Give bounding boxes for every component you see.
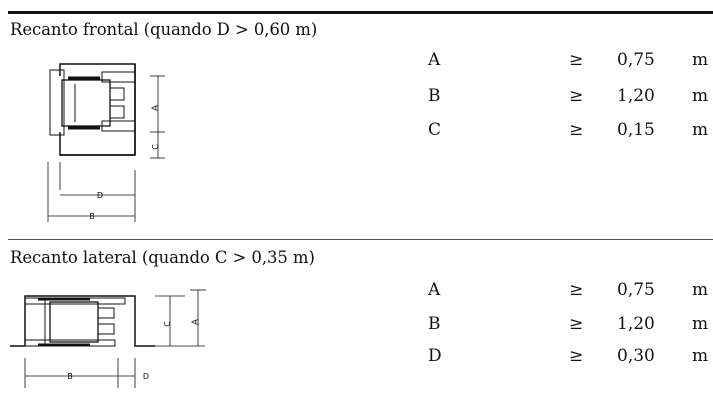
row-variable: B xyxy=(428,86,441,106)
row-unit: m xyxy=(692,86,709,106)
row-unit: m xyxy=(692,50,709,70)
row-unit: m xyxy=(692,314,709,334)
lateral-recess-diagram: C A B D xyxy=(10,289,206,388)
row-variable: A xyxy=(428,280,441,300)
row-operator: ≥ xyxy=(569,280,584,300)
row-variable: A xyxy=(428,50,441,70)
row-operator: ≥ xyxy=(569,120,584,140)
row-unit: m xyxy=(692,120,709,140)
row-operator: ≥ xyxy=(569,346,584,366)
row-variable: B xyxy=(428,314,441,334)
row-operator: ≥ xyxy=(569,50,584,70)
section-heading-frontal: Recanto frontal (quando D > 0,60 m) xyxy=(10,20,318,39)
row-operator: ≥ xyxy=(569,314,584,334)
lateral-dim-d-label: D xyxy=(143,372,149,381)
row-value: 1,20 xyxy=(617,86,655,106)
row-value: 0,30 xyxy=(617,346,655,366)
row-value: 0,75 xyxy=(617,50,655,70)
frontal-recess-diagram: A C D B xyxy=(47,63,165,222)
lateral-dim-b-label: B xyxy=(67,372,73,381)
row-variable: D xyxy=(428,346,442,366)
frontal-dim-d-label: D xyxy=(97,191,103,200)
row-unit: m xyxy=(692,346,709,366)
row-value: 1,20 xyxy=(617,314,655,334)
row-value: 0,15 xyxy=(617,120,655,140)
lateral-dim-a-label: A xyxy=(191,318,201,325)
top-rule xyxy=(8,11,713,14)
section-divider xyxy=(8,239,713,240)
frontal-dim-b-label: B xyxy=(89,212,95,221)
section-heading-lateral: Recanto lateral (quando C > 0,35 m) xyxy=(10,248,315,267)
frontal-dim-a-label: A xyxy=(151,104,161,111)
frontal-dim-c-label: C xyxy=(151,144,160,150)
lateral-dim-c-label: C xyxy=(163,321,172,327)
row-variable: C xyxy=(428,120,442,140)
row-operator: ≥ xyxy=(569,86,584,106)
row-unit: m xyxy=(692,280,709,300)
row-value: 0,75 xyxy=(617,280,655,300)
